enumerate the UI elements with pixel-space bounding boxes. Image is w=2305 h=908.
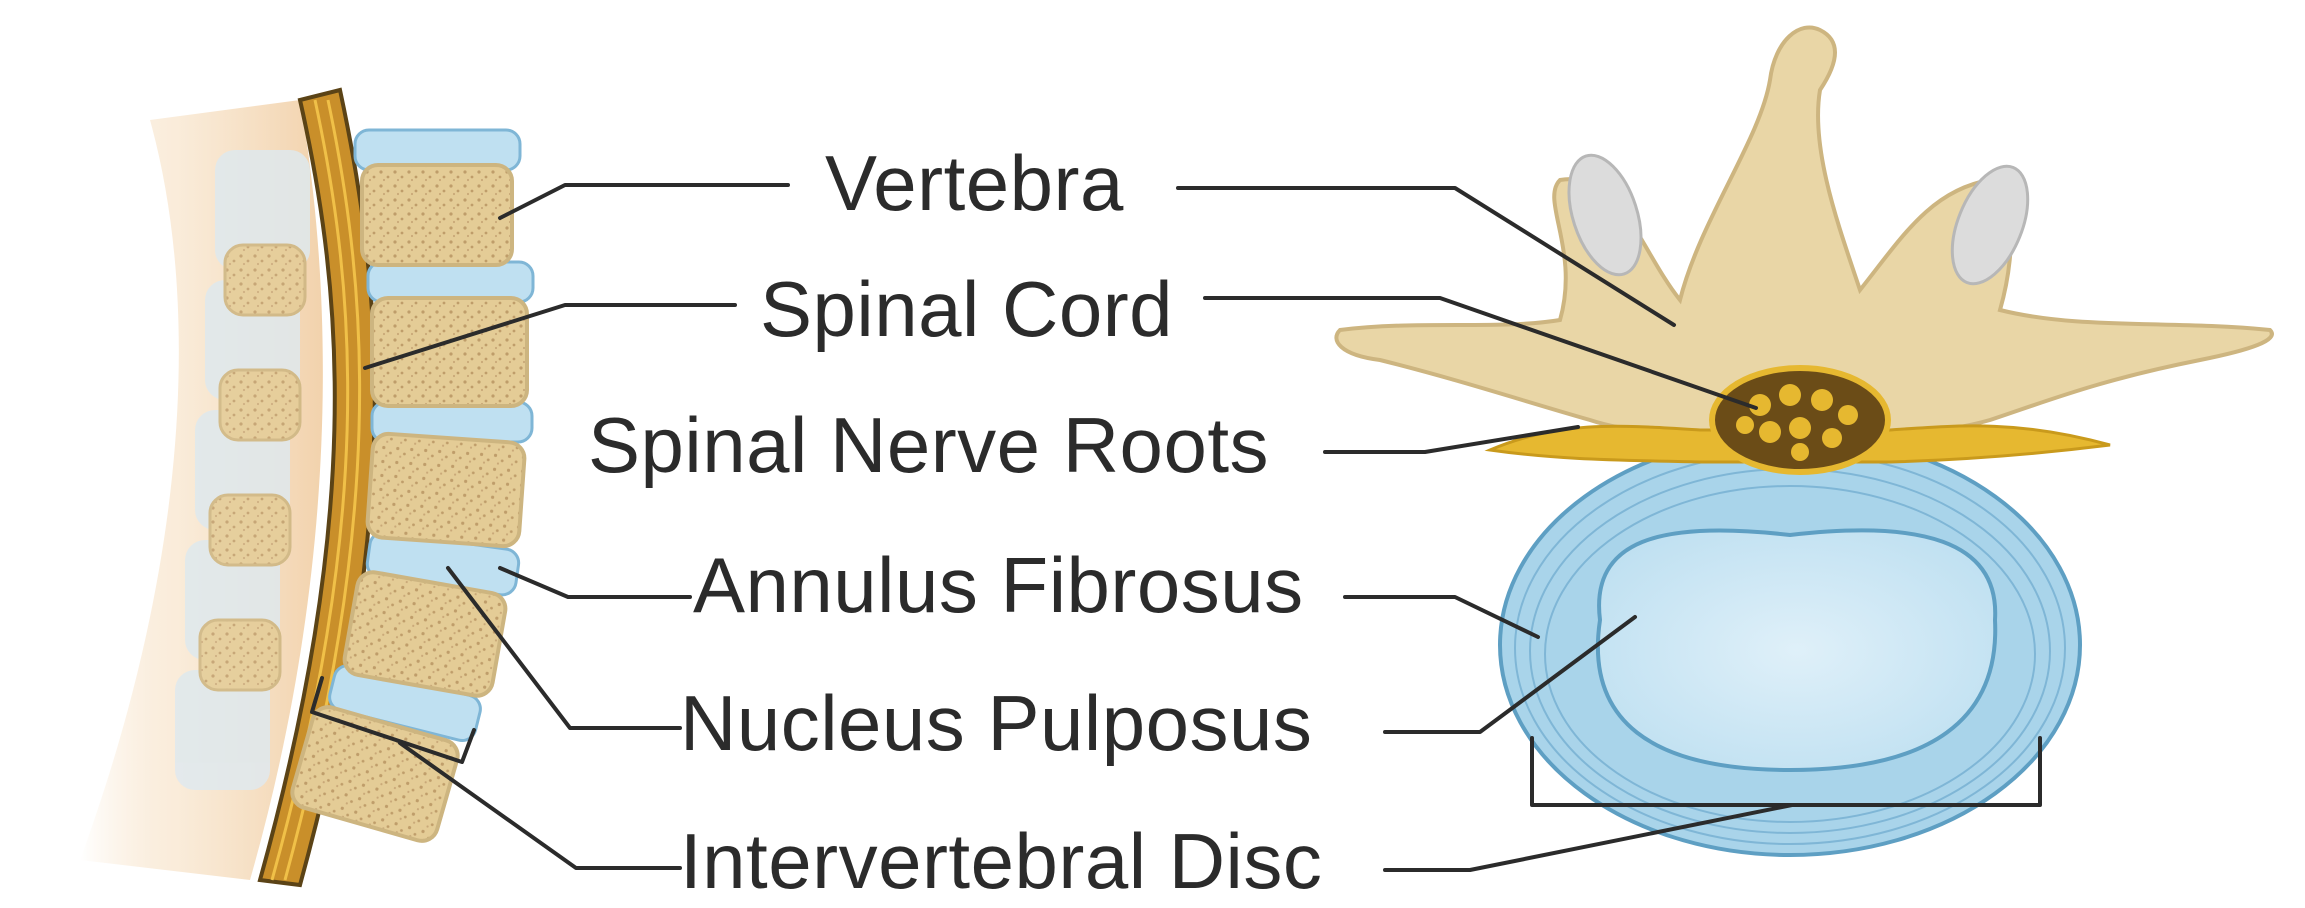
label-nucleus-pulposus: Nucleus Pulposus (680, 679, 1312, 767)
sagittal-spine-illustration (80, 90, 533, 885)
label-spinal-nerve-roots: Spinal Nerve Roots (588, 401, 1269, 489)
disc-nucleus (1598, 530, 1995, 770)
label-vertebra: Vertebra (825, 139, 1124, 227)
label-spinal-cord: Spinal Cord (760, 265, 1173, 353)
label-annulus-fibrosus: Annulus Fibrosus (693, 541, 1304, 629)
label-intervertebral-disc: Intervertebral Disc (680, 817, 1322, 905)
